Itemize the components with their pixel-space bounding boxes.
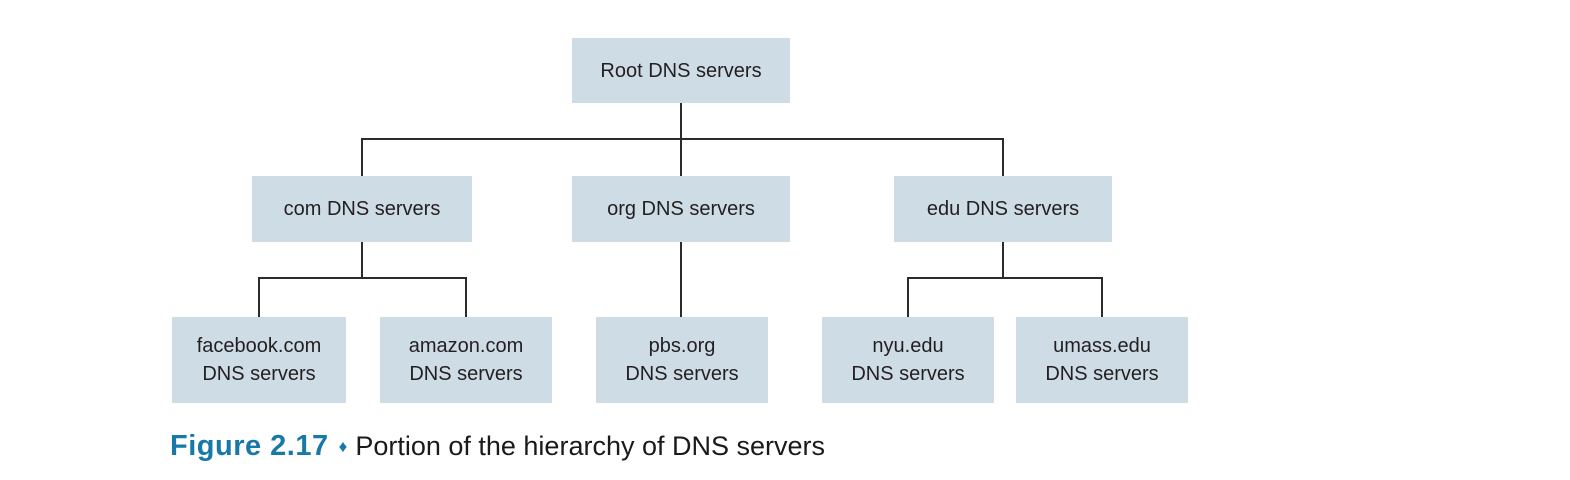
node-label: com DNS servers bbox=[283, 198, 441, 220]
node-label: DNS servers bbox=[851, 363, 965, 385]
node-label: DNS servers bbox=[625, 363, 739, 385]
edge-to-amazon bbox=[465, 277, 467, 317]
node-label: amazon.com bbox=[408, 335, 524, 357]
node-com-dns-servers: com DNS servers bbox=[252, 176, 472, 242]
node-label: DNS servers bbox=[409, 363, 523, 385]
node-org-dns-servers: org DNS servers bbox=[572, 176, 790, 242]
edge-to-facebook bbox=[258, 277, 260, 317]
node-label: Root DNS servers bbox=[600, 59, 762, 82]
node-label: pbs.org bbox=[648, 335, 716, 357]
edge-edu-down bbox=[1002, 241, 1004, 279]
edge-to-nyu bbox=[907, 277, 909, 317]
node-root-dns-servers: Root DNS servers bbox=[572, 38, 790, 103]
node-pbs-dns-servers: pbs.org DNS servers bbox=[596, 317, 768, 403]
figure-caption: Figure 2.17 ♦ Portion of the hierarchy of … bbox=[170, 430, 825, 463]
node-amazon-dns-servers: amazon.com DNS servers bbox=[380, 317, 552, 403]
node-edu-dns-servers: edu DNS servers bbox=[894, 176, 1112, 242]
node-facebook-dns-servers: facebook.com DNS servers bbox=[172, 317, 346, 403]
edge-to-org bbox=[680, 138, 682, 176]
edge-to-pbs bbox=[680, 241, 682, 317]
edge-to-com bbox=[361, 138, 363, 176]
figure-number: Figure 2.17 bbox=[170, 430, 329, 462]
edge-com-down bbox=[361, 241, 363, 279]
node-label: facebook.com bbox=[196, 335, 322, 357]
node-umass-dns-servers: umass.edu DNS servers bbox=[1016, 317, 1188, 403]
node-label: nyu.edu bbox=[872, 335, 944, 357]
node-label: DNS servers bbox=[1045, 363, 1159, 385]
edge-to-edu bbox=[1002, 138, 1004, 176]
node-label: DNS servers bbox=[202, 363, 316, 385]
caption-text: Portion of the hierarchy of DNS servers bbox=[355, 431, 826, 461]
node-label: edu DNS servers bbox=[926, 198, 1080, 220]
diamond-bullet-icon: ♦ bbox=[338, 437, 348, 456]
edge-to-umass bbox=[1101, 277, 1103, 317]
node-label: org DNS servers bbox=[607, 198, 755, 220]
node-nyu-dns-servers: nyu.edu DNS servers bbox=[822, 317, 994, 403]
edge-tld-horizontal bbox=[361, 138, 1004, 140]
edge-root-down bbox=[680, 103, 682, 139]
node-label: umass.edu bbox=[1053, 335, 1151, 357]
edge-edu-horizontal bbox=[907, 277, 1103, 279]
edge-com-horizontal bbox=[258, 277, 467, 279]
